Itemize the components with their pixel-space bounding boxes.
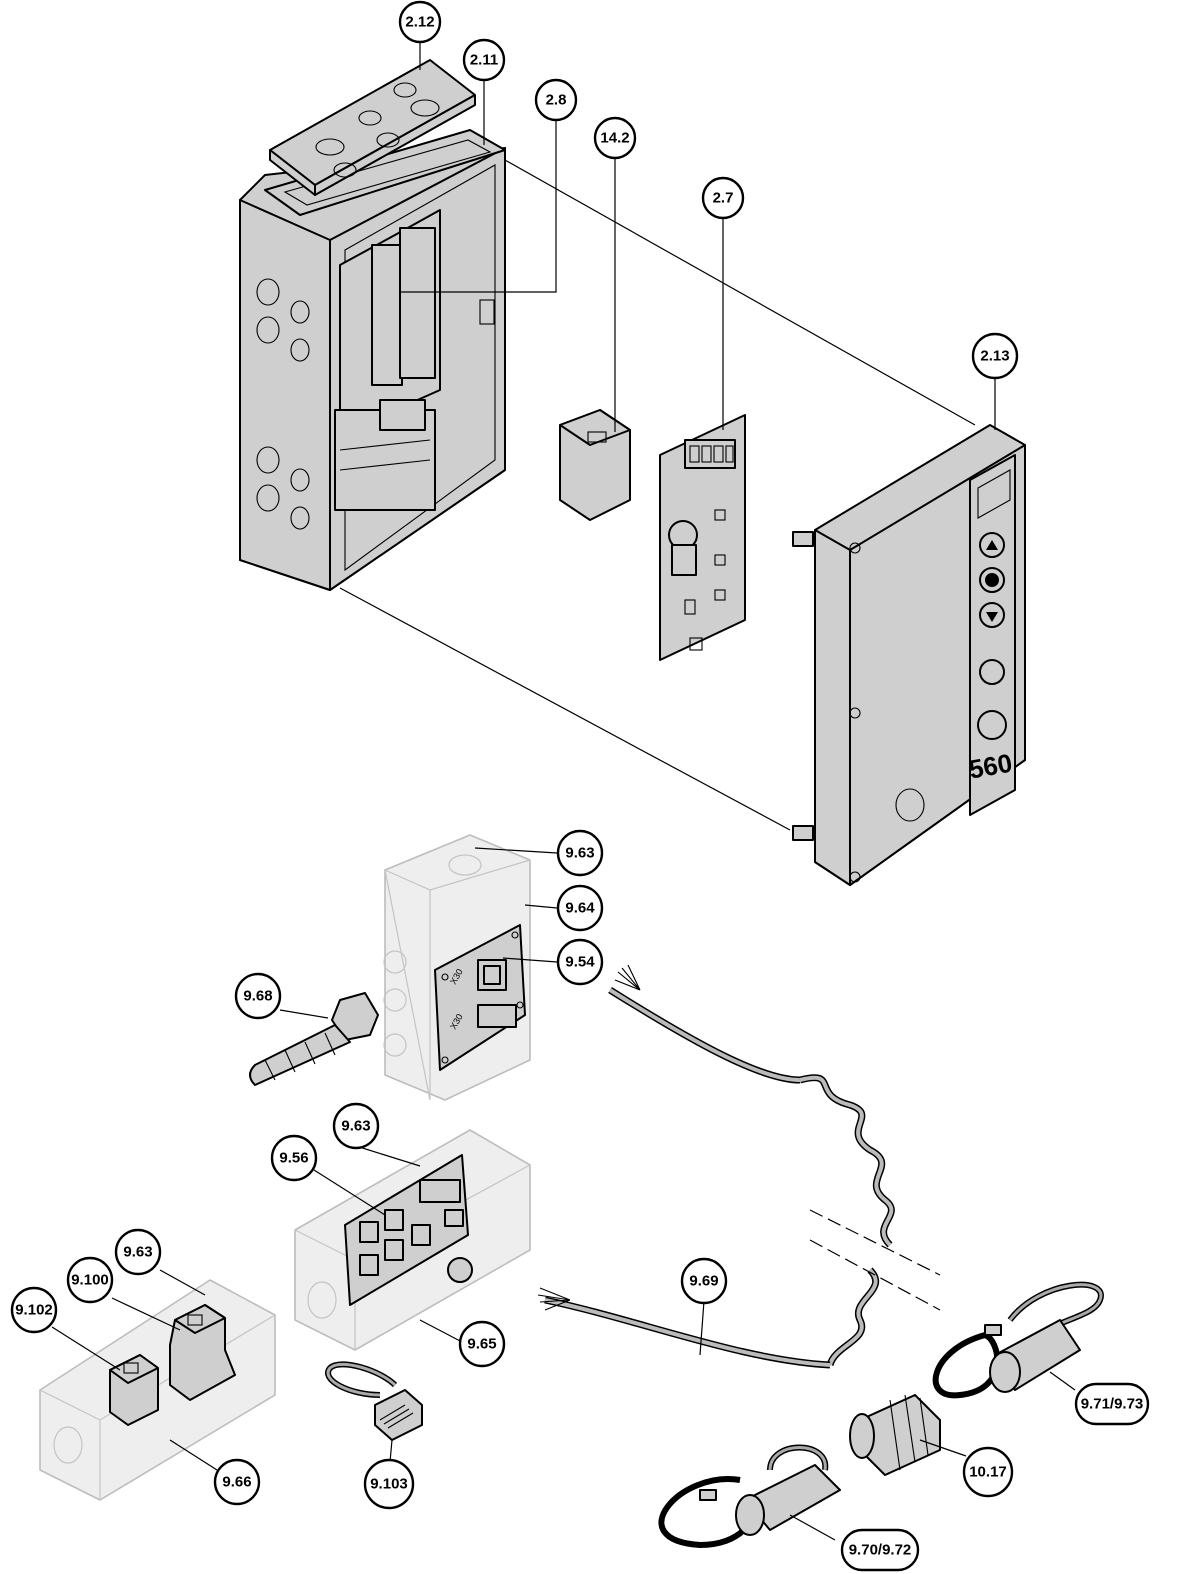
connector-9-71-73 [932,1281,1104,1399]
callout-label: 9.71/9.73 [1081,1396,1144,1413]
callout-label: 10.17 [969,1464,1007,1481]
spiral-cable-9-69 [537,964,941,1369]
leader-lines [51,40,1076,1541]
callout-label: 9.102 [15,1302,53,1319]
callout-label: 9.63 [123,1244,152,1261]
bushing-10-17 [849,1394,941,1476]
ferrite-core-14-2 [559,409,631,521]
callout-9-63-c: 9.63 [114,1228,162,1276]
callout-2-7: 2.7 [701,176,745,220]
terminal-board-9-54: X30 X30 [434,924,526,1071]
callout-bubbles: 2.12 2.11 2.8 14.2 2.7 2.13 9.63 9.64 9.54 9.68 9.… [10,0,1150,1572]
callout-2-8: 2.8 [534,78,578,122]
callout-9-54: 9.54 [556,938,604,986]
callout-9-56: 9.56 [270,1134,318,1182]
callout-9-64: 9.64 [556,884,604,932]
callout-label: 9.70/9.72 [849,1542,912,1559]
rj-loop-plug-9-103 [325,1361,423,1441]
callout-9-69: 9.69 [680,1257,728,1305]
cable-gland-9-68 [249,992,379,1086]
cable-entry-holes [256,278,310,530]
callout-2-13: 2.13 [971,332,1019,380]
callout-9-63-b: 9.63 [332,1102,380,1150]
adapter-9-102 [109,1354,159,1426]
connector-9-70-72 [658,1444,841,1549]
callout-label: 9.103 [370,1476,408,1493]
callout-9-66: 9.66 [213,1458,261,1506]
callout-label: 2.12 [405,14,434,31]
adapter-9-100 [169,1304,236,1401]
callout-9-70-72: 9.70/9.72 [840,1528,920,1572]
callout-9-71-73: 9.71/9.73 [1074,1382,1150,1426]
callout-9-100: 9.100 [66,1256,114,1304]
callout-label: 14.2 [600,130,629,147]
callout-label: 9.65 [467,1336,496,1353]
callout-label: 9.56 [279,1150,308,1167]
front-cover-2-13: 560 [792,424,1026,886]
callout-2-12: 2.12 [398,0,442,44]
callout-label: 9.68 [243,988,272,1005]
cover-buttons [977,532,1007,740]
callout-label: 9.63 [341,1118,370,1135]
callout-label: 2.13 [980,348,1009,365]
callout-label: 9.100 [71,1272,109,1289]
callout-label: 9.63 [565,845,594,862]
callout-label: 2.7 [713,190,734,207]
frame-gasket-2-11 [264,129,506,216]
rj-board-9-56 [344,1154,473,1306]
callout-label: 9.54 [565,954,595,971]
callout-9-103: 9.103 [363,1458,415,1510]
inner-module-2-8 [334,209,441,511]
callout-label: 9.64 [565,900,595,917]
callout-label: 2.8 [546,92,567,109]
callout-2-11: 2.11 [462,38,506,82]
cover-plate-2-12 [269,59,476,196]
callout-9-65: 9.65 [458,1320,506,1368]
callout-14-2: 14.2 [593,116,637,160]
cover-model-number: 560 [966,748,1014,785]
callout-label: 2.11 [470,52,498,69]
housing-base [239,147,506,591]
callout-9-102: 9.102 [10,1286,58,1334]
display-pcb-2-7 [659,414,746,661]
callout-10-17: 10.17 [962,1446,1014,1498]
callout-9-63-a: 9.63 [556,829,604,877]
callout-9-68: 9.68 [234,972,282,1020]
callout-label: 9.66 [222,1474,251,1491]
callout-label: 9.69 [689,1273,718,1290]
